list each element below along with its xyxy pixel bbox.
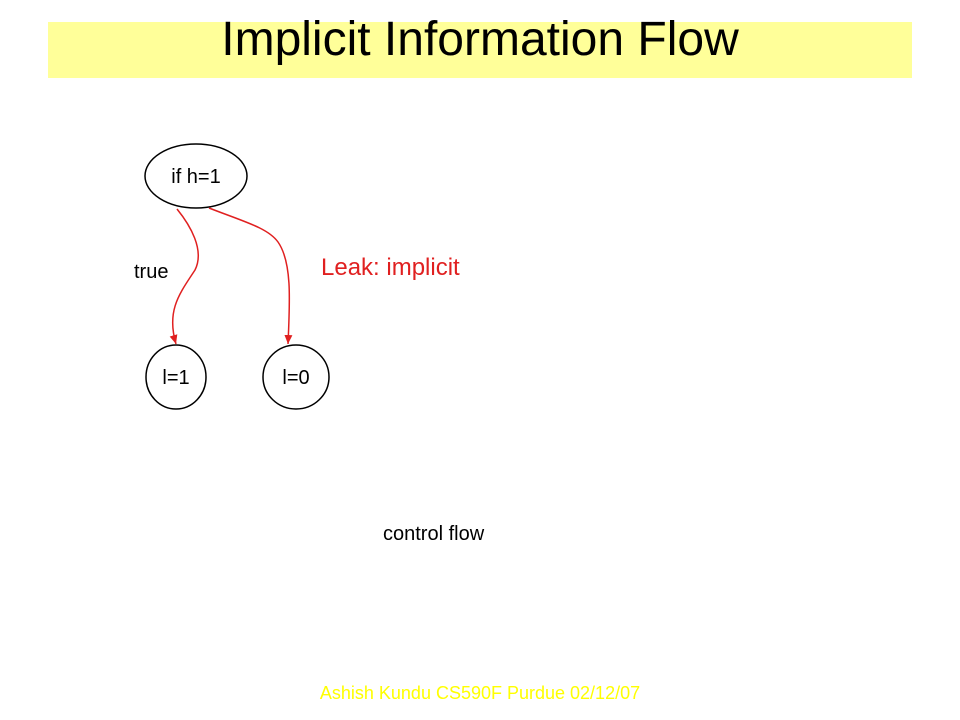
edge-label-leak: Leak: implicit [321, 254, 460, 281]
node-true-branch-label: l=1 [162, 367, 189, 389]
node-condition: if h=1 [144, 143, 248, 209]
node-false-branch: l=0 [262, 344, 330, 410]
slide-title: Implicit Information Flow [221, 13, 739, 66]
node-true-branch: l=1 [145, 344, 207, 410]
edge-true [169, 208, 200, 345]
node-condition-label: if h=1 [171, 166, 220, 188]
title-bar [48, 22, 912, 78]
node-false-branch-label: l=0 [282, 367, 309, 389]
slide-footer: Ashish Kundu CS590F Purdue 02/12/07 [319, 683, 641, 703]
diagram-caption: control flow [383, 523, 485, 545]
edge-label-true: true [134, 261, 168, 283]
edge-implicit-leak [208, 207, 293, 345]
